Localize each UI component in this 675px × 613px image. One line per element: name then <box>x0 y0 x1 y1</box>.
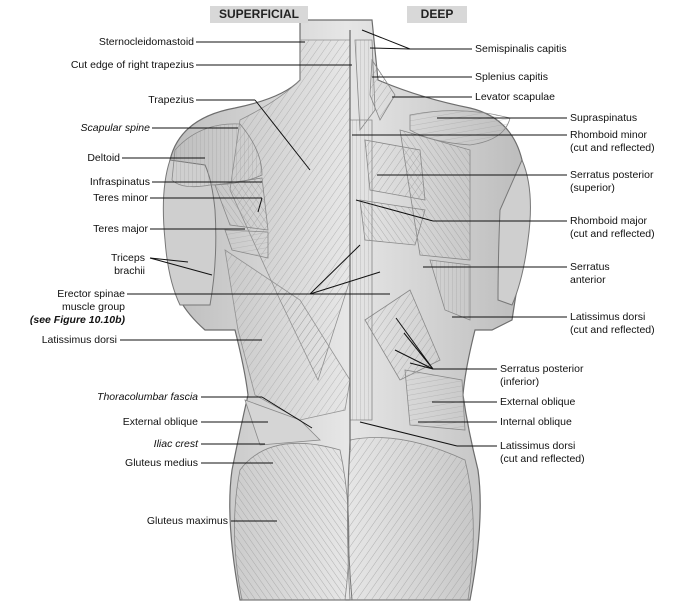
label-erector-spinae-1: Erector spinae <box>57 288 125 300</box>
label-trapezius: Trapezius <box>148 94 194 106</box>
label-serratus-posterior-superior-1: Serratus posterior <box>570 169 653 181</box>
label-semispinalis-capitis: Semispinalis capitis <box>475 43 567 55</box>
label-latissimus-dorsi-cut2-2: (cut and reflected) <box>500 453 585 465</box>
label-internal-oblique: Internal oblique <box>500 416 572 428</box>
label-infraspinatus: Infraspinatus <box>90 176 150 188</box>
deep-header: DEEP <box>407 6 467 23</box>
label-serratus-posterior-superior-2: (superior) <box>570 182 615 194</box>
label-levator-scapulae: Levator scapulae <box>475 91 555 103</box>
label-rhomboid-major-1: Rhomboid major <box>570 215 647 227</box>
label-serratus-anterior-1: Serratus <box>570 261 610 273</box>
label-rhomboid-minor-1: Rhomboid minor <box>570 129 647 141</box>
label-iliac-crest: Iliac crest <box>154 438 198 450</box>
label-thoracolumbar-fascia: Thoracolumbar fascia <box>97 391 198 403</box>
label-erector-spinae-2: muscle group <box>62 301 125 313</box>
label-cut-edge-trapezius: Cut edge of right trapezius <box>71 59 194 71</box>
label-external-oblique-left: External oblique <box>123 416 198 428</box>
label-teres-major: Teres major <box>93 223 148 235</box>
label-gluteus-maximus: Gluteus maximus <box>147 515 228 527</box>
label-triceps-1: Triceps <box>111 252 145 264</box>
label-erector-spinae-3: (see Figure 10.10b) <box>30 314 125 326</box>
label-supraspinatus: Supraspinatus <box>570 112 637 124</box>
label-serratus-posterior-inferior-2: (inferior) <box>500 376 539 388</box>
label-deltoid: Deltoid <box>87 152 120 164</box>
label-sternocleidomastoid: Sternocleidomastoid <box>99 36 194 48</box>
superficial-header: SUPERFICIAL <box>210 6 308 23</box>
label-latissimus-dorsi: Latissimus dorsi <box>42 334 117 346</box>
label-rhomboid-minor-2: (cut and reflected) <box>570 142 655 154</box>
label-triceps-2: brachii <box>114 265 145 277</box>
label-splenius-capitis: Splenius capitis <box>475 71 548 83</box>
label-serratus-posterior-inferior-1: Serratus posterior <box>500 363 583 375</box>
label-external-oblique-right: External oblique <box>500 396 575 408</box>
label-rhomboid-major-2: (cut and reflected) <box>570 228 655 240</box>
label-scapular-spine: Scapular spine <box>81 122 150 134</box>
label-gluteus-medius: Gluteus medius <box>125 457 198 469</box>
label-latissimus-dorsi-cut-1: Latissimus dorsi <box>570 311 645 323</box>
label-latissimus-dorsi-cut-2: (cut and reflected) <box>570 324 655 336</box>
label-latissimus-dorsi-cut2-1: Latissimus dorsi <box>500 440 575 452</box>
label-serratus-anterior-2: anterior <box>570 274 606 286</box>
label-teres-minor: Teres minor <box>93 192 148 204</box>
